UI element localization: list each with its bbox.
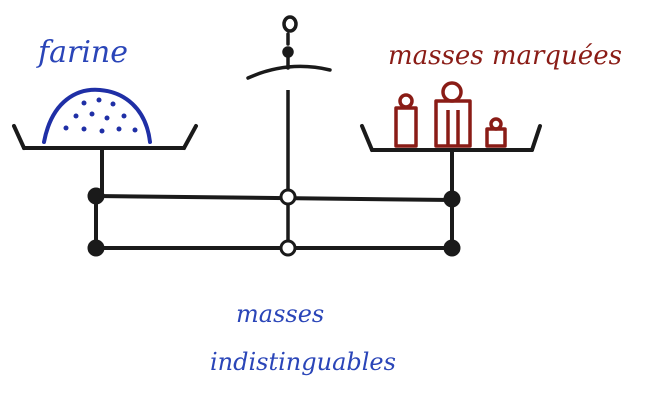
joint-top-left <box>87 187 105 205</box>
central-pointer <box>246 15 332 80</box>
linkage-joints <box>87 187 461 257</box>
joint-top-right <box>443 190 461 208</box>
pointer-head-icon <box>282 15 298 33</box>
left-pan <box>12 124 198 194</box>
weight-large-middle <box>434 81 472 148</box>
right-pan <box>360 124 542 194</box>
joint-bottom-right <box>443 239 461 257</box>
balance-linkage <box>94 194 454 250</box>
weight-small-right <box>485 117 507 148</box>
label-farine: farine <box>36 35 128 70</box>
marked-weights <box>394 81 507 148</box>
label-masses-marquees: masses marquées <box>388 41 622 71</box>
flour-pile <box>42 87 152 144</box>
label-indistinguables: indistinguables <box>210 348 396 376</box>
label-masses: masses <box>236 300 324 328</box>
weight-small-left <box>394 93 418 148</box>
joint-top-center <box>279 188 297 206</box>
flour-grains <box>63 97 138 134</box>
joint-bottom-center <box>279 239 297 257</box>
upper-beam <box>94 194 454 202</box>
pointer-arc <box>246 64 332 80</box>
joint-bottom-left <box>87 239 105 257</box>
flour-mound-outline <box>42 87 152 144</box>
